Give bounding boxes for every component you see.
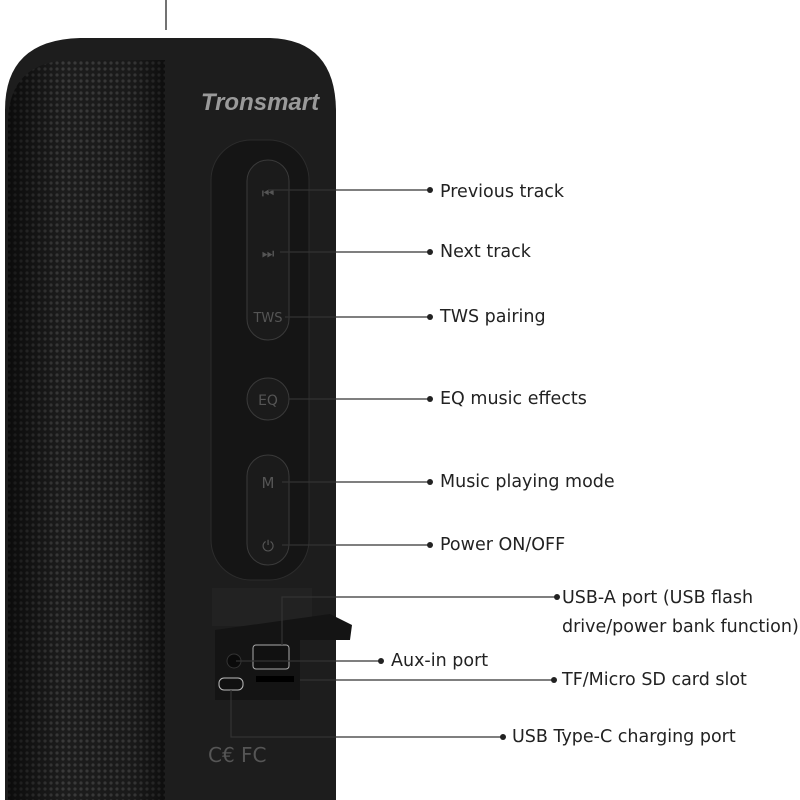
label-usb-a-line1: USB-A port (USB flash [562, 588, 754, 608]
tf-card-slot [256, 676, 294, 682]
label-tws-pairing: TWS pairing [440, 307, 546, 327]
mode-button-glyph: M [262, 474, 275, 492]
mode-power-button-group[interactable] [246, 454, 290, 566]
label-usb-c: USB Type-C charging port [512, 727, 736, 747]
label-previous-track: Previous track [440, 182, 565, 202]
label-aux: Aux-in port [391, 651, 489, 671]
track-button-group[interactable] [246, 159, 290, 341]
label-next-track: Next track [440, 242, 531, 262]
label-mode: Music playing mode [440, 472, 615, 492]
ce-fcc-marks: C€ FC [208, 743, 267, 767]
usb-a-port [252, 644, 290, 670]
brand-logo: Tronsmart [201, 89, 320, 116]
label-eq: EQ music effects [440, 389, 587, 409]
label-tf: TF/Micro SD card slot [562, 670, 747, 690]
callout-lines [230, 189, 556, 738]
eq-button-glyph: EQ [258, 393, 278, 409]
tws-button-glyph: TWS [252, 311, 282, 326]
usb-c-port [218, 677, 244, 691]
callout-dots [378, 187, 560, 740]
label-power: Power ON/OFF [440, 535, 566, 555]
label-usb-a-line2: drive/power bank function) [562, 617, 799, 637]
next-track-icon: ⏭ [262, 246, 275, 262]
power-icon: ⏻ [262, 537, 274, 555]
previous-track-icon: ⏮ [262, 186, 275, 202]
